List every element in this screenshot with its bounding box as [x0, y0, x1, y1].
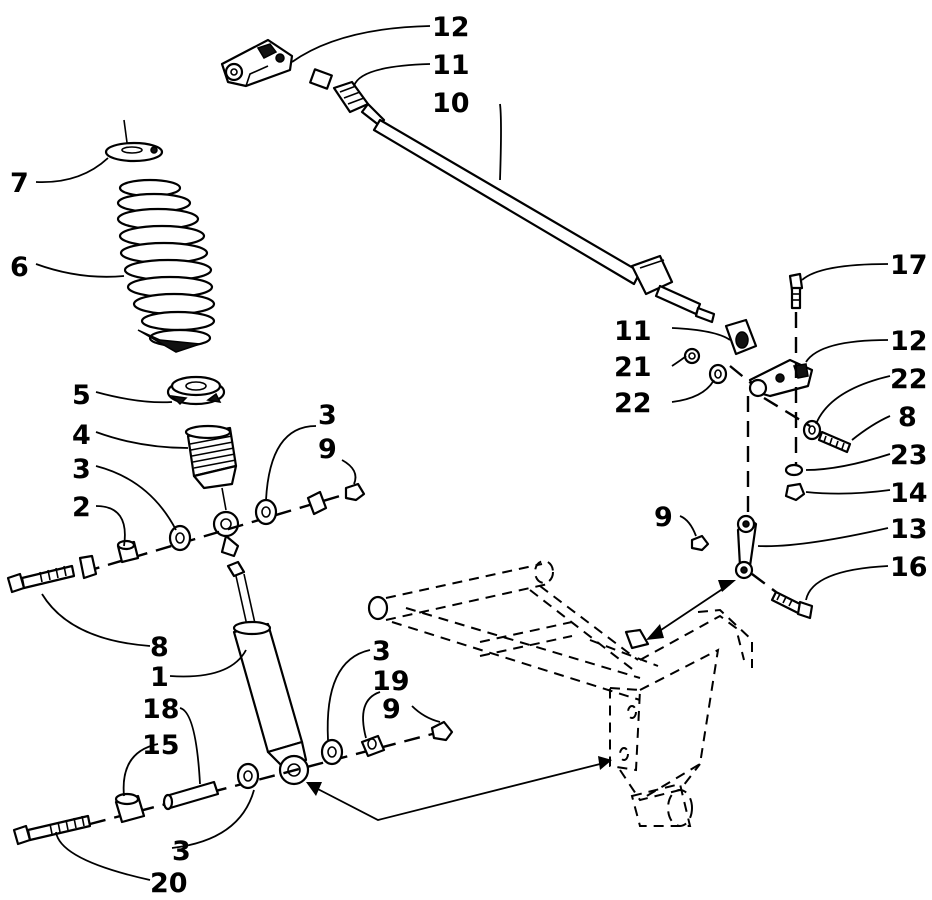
sleeve-18 — [162, 780, 220, 811]
bolt-8-right — [817, 430, 852, 454]
bolt-16-axis — [751, 573, 777, 593]
link-rod-10 — [309, 68, 716, 324]
pivot-axis-2 — [763, 396, 811, 428]
bushing-3-upper-right — [254, 498, 278, 526]
callout-5: 5 — [72, 380, 91, 411]
callout-22-left: 22 — [614, 388, 652, 419]
callout-6: 6 — [10, 252, 29, 283]
bolt-20 — [12, 814, 92, 846]
callout-3-upper-left: 3 — [72, 454, 91, 485]
nut-9-upper — [344, 482, 366, 502]
callout-19: 19 — [372, 666, 410, 697]
upper-shaft — [221, 487, 227, 511]
spring-adjuster-5 — [166, 375, 226, 406]
callout-14: 14 — [890, 478, 928, 509]
callout-8-right: 8 — [898, 402, 917, 433]
bushing-15 — [114, 792, 146, 824]
callout-12-upper: 12 — [432, 12, 470, 43]
callout-7: 7 — [10, 168, 29, 199]
upper-rod-end-12 — [220, 38, 294, 88]
callout-2: 2 — [72, 492, 91, 523]
callout-12-lower: 12 — [890, 326, 928, 357]
callout-3-upper-right: 3 — [318, 400, 337, 431]
bolt-8-left — [6, 564, 76, 594]
callout-17: 17 — [890, 250, 928, 281]
threaded-collar-4 — [184, 424, 238, 490]
washer-23 — [784, 463, 804, 477]
nut-21 — [683, 347, 701, 365]
callout-9-upper: 9 — [318, 434, 337, 465]
callout-22-right: 22 — [890, 364, 928, 395]
callout-11-upper: 11 — [432, 50, 470, 81]
nut-14 — [784, 482, 806, 502]
coil-spring-6 — [116, 178, 216, 353]
bushing-3-lower-left — [236, 762, 260, 790]
nut-9-right — [690, 534, 710, 552]
callout-10: 10 — [432, 88, 470, 119]
callout-3-lower-left: 3 — [172, 836, 191, 867]
callout-labels: 12 11 10 7 6 5 4 3 2 8 1 3 9 3 19 9 18 1… — [10, 12, 928, 899]
bolt-16 — [770, 590, 814, 620]
callout-9-lower: 9 — [382, 694, 401, 725]
washer-22-left — [708, 363, 728, 385]
bushing-3-lower-right — [320, 738, 344, 766]
shock-body-1 — [226, 560, 308, 770]
pivot-axis — [729, 365, 753, 385]
rear-arm-frame — [367, 560, 753, 827]
lower-rod-end-12 — [748, 358, 814, 398]
rod-boot-11 — [724, 318, 758, 356]
callout-4: 4 — [72, 420, 91, 451]
spacer-2 — [116, 539, 140, 564]
washer-2 — [78, 554, 98, 580]
callout-8-left: 8 — [150, 632, 169, 663]
callout-15: 15 — [142, 730, 180, 761]
callout-1: 1 — [150, 662, 169, 693]
callout-13: 13 — [890, 514, 928, 545]
washer-upper — [306, 490, 328, 516]
callout-23: 23 — [890, 440, 928, 471]
callout-16: 16 — [890, 552, 928, 583]
callout-3-lower-right: 3 — [372, 636, 391, 667]
spacer-19 — [360, 734, 386, 758]
nut-9-lower — [430, 720, 454, 742]
assembly-arrow-lower — [306, 756, 612, 821]
callout-20: 20 — [150, 868, 188, 899]
callout-18: 18 — [142, 694, 180, 725]
washer-22-right — [802, 419, 822, 441]
bolt-17 — [788, 272, 804, 310]
assembly-arrow-upper — [646, 580, 736, 640]
callout-11-lower: 11 — [614, 316, 652, 347]
bushing-3-upper-left — [168, 524, 192, 552]
leader-lines — [35, 25, 891, 881]
callout-9-right: 9 — [654, 502, 673, 533]
upper-eye — [212, 510, 240, 558]
spring-seat-7 — [104, 141, 164, 163]
callout-21: 21 — [614, 352, 652, 383]
link-13 — [734, 514, 758, 580]
